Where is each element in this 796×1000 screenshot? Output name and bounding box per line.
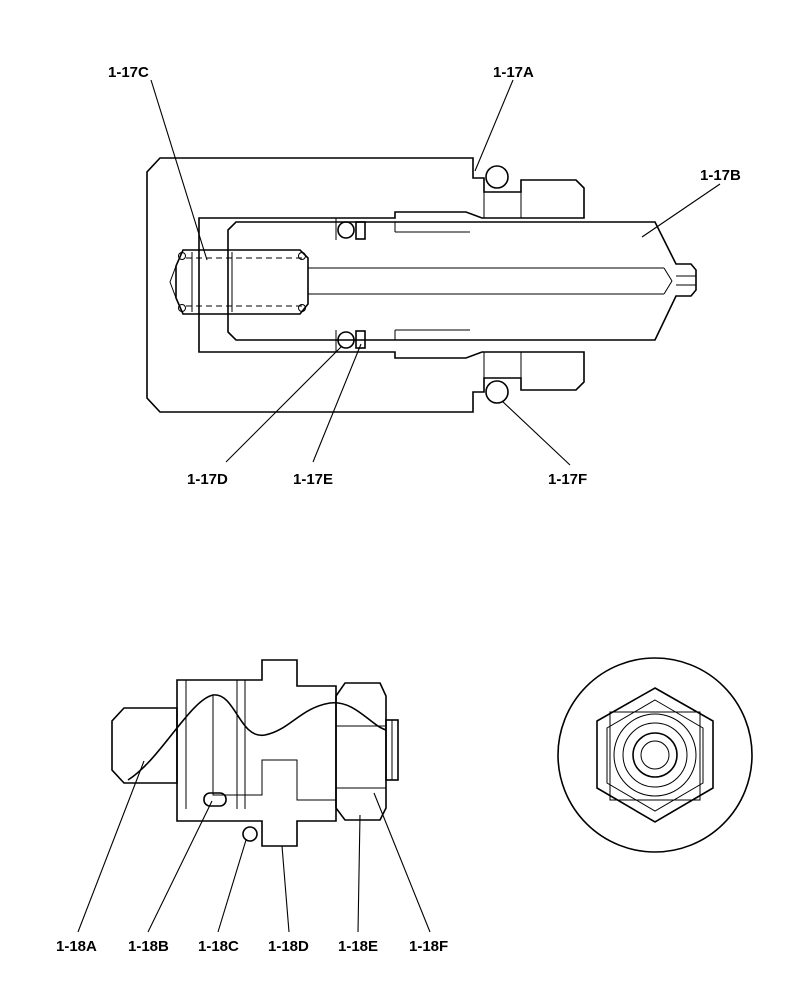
leader-18c	[217, 839, 247, 933]
label-1-17e: 1-17E	[293, 471, 333, 488]
label-1-18d: 1-18D	[268, 938, 309, 955]
oring-bottom	[337, 331, 355, 349]
fitting-end-view	[557, 657, 753, 853]
end-view-square	[609, 711, 701, 801]
leader-18a	[77, 760, 145, 933]
screw-end-top	[178, 252, 186, 260]
oring-top	[337, 221, 355, 239]
valve-assembly-17: 1-17C 1-17A 1-17B 1-17D 1-17E 1-17F	[108, 64, 741, 488]
leader-17c	[150, 79, 208, 261]
label-1-17d: 1-17D	[187, 471, 228, 488]
screw-end-top-right	[298, 252, 306, 260]
leader-18b	[147, 800, 213, 933]
label-1-17b: 1-17B	[700, 167, 741, 184]
end-view-hex-outer	[596, 687, 714, 823]
label-1-18f: 1-18F	[409, 938, 448, 955]
label-1-18a: 1-18A	[56, 938, 97, 955]
end-view-hex-inner	[606, 699, 704, 812]
cutaway-inner	[212, 695, 336, 801]
label-1-17c: 1-17C	[108, 64, 149, 81]
leader-17e	[312, 343, 362, 463]
label-1-18e: 1-18E	[338, 938, 378, 955]
leader-18e	[357, 814, 361, 933]
end-view-bore	[640, 740, 670, 770]
leader-18d	[281, 845, 290, 933]
outer-oring-bottom	[485, 380, 509, 404]
label-1-18b: 1-18B	[128, 938, 169, 955]
backup-ring-top	[355, 221, 366, 240]
cutaway-break	[127, 694, 387, 781]
backup-ring-bottom	[355, 330, 366, 349]
plunger-bore-end	[663, 267, 673, 282]
screw-end-bottom-right	[298, 304, 306, 312]
leader-17f	[501, 400, 571, 466]
body-left	[111, 707, 178, 784]
label-1-17a: 1-17A	[493, 64, 534, 81]
end-view-ring-2	[622, 722, 688, 788]
screw-end-bottom	[178, 304, 186, 312]
nut-hex	[335, 682, 387, 821]
plunger-outline	[227, 221, 697, 341]
leader-17b	[641, 183, 721, 238]
oring-18c	[242, 826, 258, 842]
leader-17d	[225, 345, 343, 463]
seal-ring	[203, 792, 227, 807]
screw-outline	[175, 249, 309, 315]
plunger-bore-end-2	[663, 280, 673, 295]
end-view-outer-circle	[557, 657, 753, 853]
leader-17a	[474, 79, 514, 172]
outer-oring-top	[485, 165, 509, 189]
label-1-18c: 1-18C	[198, 938, 239, 955]
end-view-ring-1	[613, 713, 697, 797]
leader-18f	[373, 792, 431, 933]
end-view-ring-3	[632, 732, 678, 778]
label-1-17f: 1-17F	[548, 471, 587, 488]
fitting-assembly-18: 1-18A 1-18B 1-18C 1-18D 1-18E 1-18F	[56, 659, 448, 955]
housing-outline	[146, 157, 585, 413]
screw-tip	[169, 265, 177, 299]
body-center	[176, 659, 337, 847]
